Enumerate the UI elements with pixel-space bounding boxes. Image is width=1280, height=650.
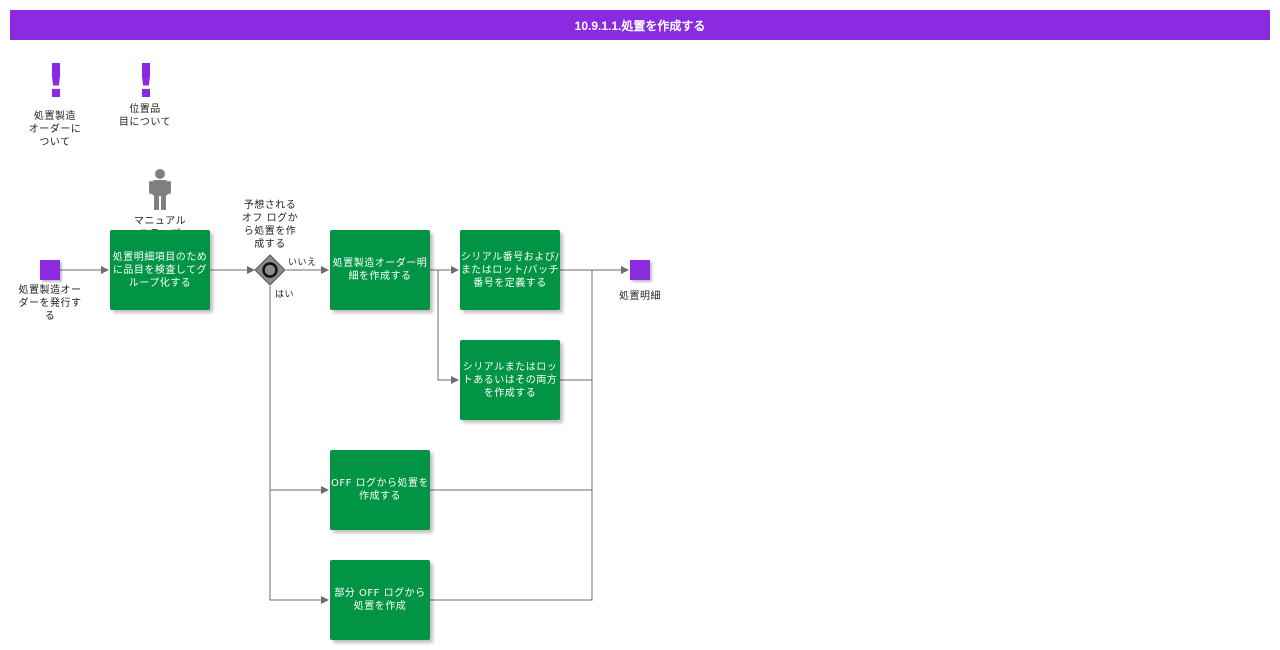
gateway-no-label: いいえ bbox=[288, 258, 317, 268]
start-event[interactable] bbox=[40, 260, 60, 280]
task-create-from-partial-off-log[interactable]: 部分 OFF ログから処置を作成 bbox=[330, 560, 430, 640]
annotation-label-position-item: 位置品 目について bbox=[118, 104, 172, 128]
annotation-label-order: 処置製造 オーダーに ついて bbox=[28, 111, 82, 148]
task-group-items[interactable]: 処置明細項目のために品目を検査してグループ化する bbox=[110, 230, 210, 310]
end-event-label: 処置明細 bbox=[619, 291, 661, 302]
task-label: シリアルまたはロットあるいはその両方を作成する bbox=[462, 361, 558, 399]
task-create-from-off-log[interactable]: OFF ログから処置を作成する bbox=[330, 450, 430, 530]
task-label: 部分 OFF ログから処置を作成 bbox=[334, 588, 426, 612]
gateway-yes-label: はい bbox=[275, 290, 295, 300]
start-event-label: 処置製造オー ダーを発行す る bbox=[18, 285, 82, 322]
person-icon bbox=[149, 169, 171, 210]
task-label: 処置製造オーダー明細を作成する bbox=[332, 258, 428, 282]
page-title: 10.9.1.1.処置を作成する bbox=[10, 10, 1270, 40]
exclamation-icon[interactable]: ! bbox=[45, 54, 67, 108]
exclusive-gateway[interactable] bbox=[254, 254, 286, 286]
end-event[interactable] bbox=[630, 260, 650, 280]
task-label: 処置明細項目のために品目を検査してグループ化する bbox=[112, 251, 208, 289]
task-label: OFF ログから処置を作成する bbox=[330, 478, 430, 502]
gateway-question: 予想される オフ ログか ら処置を作 成する bbox=[241, 200, 299, 250]
task-create-order-detail[interactable]: 処置製造オーダー明細を作成する bbox=[330, 230, 430, 310]
exclamation-icon[interactable]: ! bbox=[135, 54, 157, 108]
task-create-serial-or-lot[interactable]: シリアルまたはロットあるいはその両方を作成する bbox=[460, 340, 560, 420]
task-define-serial-lot[interactable]: シリアル番号および/またはロット/バッチ番号を定義する bbox=[460, 230, 560, 310]
task-label: シリアル番号および/またはロット/バッチ番号を定義する bbox=[460, 251, 560, 289]
